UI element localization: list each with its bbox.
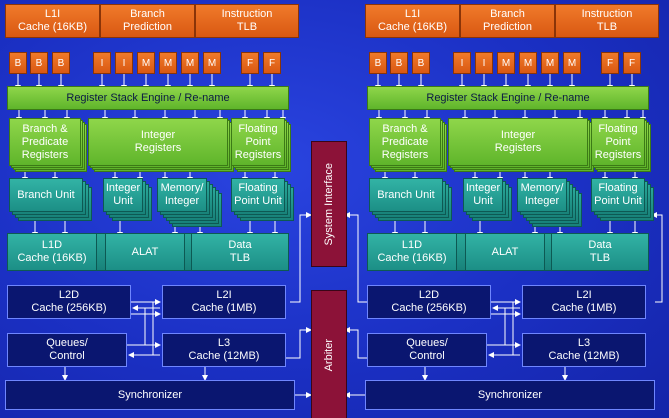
instruction-tlb: Instruction TLB [555,4,659,38]
branch-predicate-registers: Branch & Predicate Registers [369,118,441,166]
issue-port-b: B [412,52,430,74]
integer-registers: Integer Registers [88,118,228,166]
synchronizer: Synchronizer [5,380,295,410]
l1d: L1D Cache (16KB) [367,233,457,271]
l2i-cache: L2I Cache (1MB) [162,285,286,319]
issue-port-m: M [563,52,581,74]
issue-port-b: B [30,52,48,74]
l2d-cache: L2D Cache (256KB) [367,285,491,319]
integer-unit: Integer Unit [103,178,143,212]
issue-port-i: I [115,52,133,74]
issue-port-b: B [9,52,27,74]
floating-point-registers: Floating Point Registers [591,118,645,166]
issue-port-m: M [497,52,515,74]
data-tlb: Data TLB [551,233,649,271]
arbiter: Arbiter [311,290,347,418]
issue-port-m: M [519,52,537,74]
issue-port-i: I [475,52,493,74]
queues-control: Queues/ Control [7,333,127,367]
l2i-cache: L2I Cache (1MB) [522,285,646,319]
issue-port-m: M [137,52,155,74]
branch-predicate-registers: Branch & Predicate Registers [9,118,81,166]
register-stack-engine: Register Stack Engine / Re-name [367,86,649,110]
l3-cache: L3 Cache (12MB) [162,333,286,367]
issue-port-b: B [369,52,387,74]
floating-point-registers: Floating Point Registers [231,118,285,166]
synchronizer: Synchronizer [365,380,655,410]
l1i: L1I Cache (16KB) [365,4,460,38]
issue-port-b: B [390,52,408,74]
l3-cache: L3 Cache (12MB) [522,333,646,367]
alat: ALAT [465,233,545,271]
system-interface-label: System Interface [323,162,335,246]
queues-control: Queues/ Control [367,333,487,367]
issue-port-f: F [623,52,641,74]
issue-port-m: M [159,52,177,74]
l1d: L1D Cache (16KB) [7,233,97,271]
issue-port-i: I [453,52,471,74]
system-interface: System Interface [311,141,347,267]
data-tlb: Data TLB [191,233,289,271]
branch-prediction: Branch Prediction [460,4,555,38]
l1i: L1I Cache (16KB) [5,4,100,38]
issue-port-f: F [263,52,281,74]
instruction-tlb: Instruction TLB [195,4,299,38]
memory-integer: Memory/ Integer [517,178,567,212]
branch-unit: Branch Unit [9,178,83,212]
memory-integer: Memory/ Integer [157,178,207,212]
integer-unit: Integer Unit [463,178,503,212]
l2d-cache: L2D Cache (256KB) [7,285,131,319]
issue-port-b: B [52,52,70,74]
floating-point-unit: Floating Point Unit [231,178,285,212]
integer-registers: Integer Registers [448,118,588,166]
issue-port-f: F [241,52,259,74]
floating-point-unit: Floating Point Unit [591,178,645,212]
issue-port-f: F [601,52,619,74]
branch-unit: Branch Unit [369,178,443,212]
issue-port-m: M [181,52,199,74]
issue-port-m: M [203,52,221,74]
alat: ALAT [105,233,185,271]
register-stack-engine: Register Stack Engine / Re-name [7,86,289,110]
issue-port-i: I [93,52,111,74]
issue-port-m: M [541,52,559,74]
branch-prediction: Branch Prediction [100,4,195,38]
arbiter-label: Arbiter [323,338,335,372]
